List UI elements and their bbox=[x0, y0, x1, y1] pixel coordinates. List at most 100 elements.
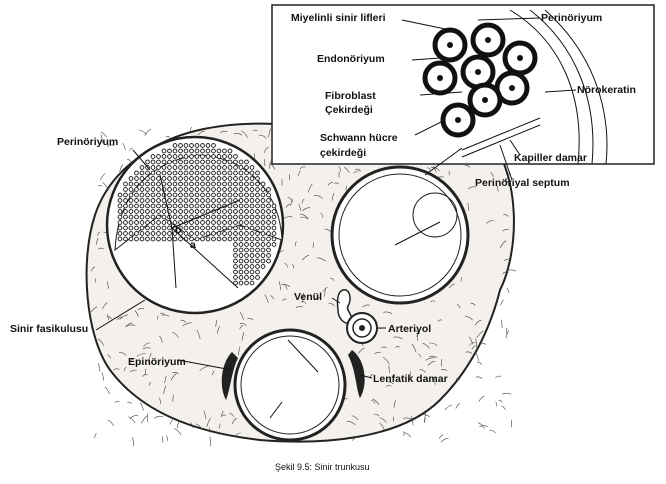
myelinated-fiber-dot bbox=[140, 193, 144, 197]
myelinated-fiber-dot bbox=[151, 193, 155, 197]
myelinated-fiber-dot bbox=[234, 243, 238, 247]
myelinated-fiber-dot bbox=[179, 210, 183, 214]
myelinated-fiber-dot bbox=[195, 144, 199, 148]
myelinated-fiber-dot bbox=[272, 221, 276, 225]
myelinated-fiber-dot bbox=[201, 193, 205, 197]
myelinated-fiber-dot bbox=[234, 171, 238, 175]
myelinated-fiber-dot bbox=[195, 166, 199, 170]
myelinated-fiber-dot bbox=[129, 193, 133, 197]
myelinated-fiber-dot bbox=[168, 166, 172, 170]
myelinated-fiber-dot bbox=[250, 254, 254, 258]
myelinated-fiber-dot bbox=[140, 171, 144, 175]
label-fibroblast: Fibroblast bbox=[325, 90, 376, 102]
myelinated-fiber-dot bbox=[195, 149, 199, 153]
epineurium-fiber bbox=[154, 416, 163, 418]
myelinated-fiber-dot bbox=[239, 193, 243, 197]
myelinated-fiber-dot bbox=[129, 232, 133, 236]
epineurium-fiber bbox=[108, 420, 114, 426]
myelinated-fiber-dot bbox=[267, 243, 271, 247]
myelinated-fiber-dot bbox=[168, 149, 172, 153]
myelinated-fiber-dot bbox=[228, 182, 232, 186]
myelinated-fiber-dot bbox=[157, 182, 161, 186]
myelinated-fiber-dot bbox=[206, 166, 210, 170]
myelinated-fiber-dot bbox=[146, 160, 150, 164]
myelinated-fiber-dot bbox=[195, 210, 199, 214]
myelinated-fiber-dot bbox=[195, 155, 199, 159]
myelinated-fiber-dot bbox=[151, 215, 155, 219]
myelinated-fiber-dot bbox=[212, 188, 216, 192]
epineurium-fiber bbox=[496, 402, 497, 406]
myelinated-fiber-dot bbox=[173, 215, 177, 219]
epineurium-fiber bbox=[502, 320, 503, 328]
myelinated-fiber-dot bbox=[239, 254, 243, 258]
myelinated-fiber-dot bbox=[206, 221, 210, 225]
myelinated-fiber-dot bbox=[245, 210, 249, 214]
myelinated-fiber-dot bbox=[250, 221, 254, 225]
myelinated-fiber-dot bbox=[195, 232, 199, 236]
myelinated-fiber-dot bbox=[184, 232, 188, 236]
myelinated-fiber-dot bbox=[190, 182, 194, 186]
myelinated-fiber-dot bbox=[245, 270, 249, 274]
myelinated-fiber-dot bbox=[217, 204, 221, 208]
label-venule: Venül bbox=[294, 291, 322, 303]
myelinated-fiber-dot bbox=[168, 204, 172, 208]
myelinated-fiber-dot bbox=[256, 254, 260, 258]
epineurium-fiber bbox=[502, 406, 506, 409]
myelinated-fiber-dot bbox=[245, 204, 249, 208]
myelinated-fiber-dot bbox=[124, 182, 128, 186]
myelinated-fiber-dot bbox=[179, 188, 183, 192]
myelinated-fiber-dot bbox=[190, 188, 194, 192]
epineurium-fiber bbox=[456, 403, 460, 408]
myelinated-fiber-dot bbox=[118, 215, 122, 219]
myelinated-fiber-dot bbox=[173, 199, 177, 203]
myelinated-fiber-dot bbox=[212, 204, 216, 208]
myelinated-fiber-dot bbox=[256, 232, 260, 236]
myelinated-fiber-dot bbox=[217, 193, 221, 197]
myelinated-fiber-dot bbox=[146, 210, 150, 214]
myelinated-fiber-dot bbox=[162, 166, 166, 170]
myelinated-fiber-dot bbox=[239, 276, 243, 280]
myelinated-fiber-dot bbox=[201, 182, 205, 186]
myelinated-fiber-dot bbox=[234, 204, 238, 208]
myelinated-fiber-dot bbox=[250, 188, 254, 192]
myelinated-fiber-dot bbox=[256, 204, 260, 208]
epineurium-fiber bbox=[139, 130, 146, 134]
myelinated-fiber-dot bbox=[206, 171, 210, 175]
myelinated-fiber-dot bbox=[223, 182, 227, 186]
myelinated-fiber-dot bbox=[135, 193, 139, 197]
epineurium-fiber bbox=[476, 377, 483, 379]
myelinated-fiber-dot bbox=[184, 193, 188, 197]
myelinated-fiber-dot bbox=[217, 215, 221, 219]
myelinated-fiber-dot bbox=[173, 237, 177, 241]
myelinated-fiber-dot bbox=[267, 199, 271, 203]
myelinated-fiber-dot bbox=[245, 265, 249, 269]
myelinated-fiber-dot bbox=[129, 182, 133, 186]
myelinated-fiber-dot bbox=[239, 182, 243, 186]
myelinated-fiber-dot bbox=[173, 160, 177, 164]
myelinated-fiber-dot bbox=[239, 232, 243, 236]
myelinated-fiber-dot bbox=[173, 155, 177, 159]
myelinated-fiber-dot bbox=[118, 226, 122, 230]
myelinated-fiber-dot bbox=[184, 204, 188, 208]
myelinated-fiber-dot bbox=[157, 188, 161, 192]
myelinated-fiber-dot bbox=[206, 226, 210, 230]
myelinated-fiber-dot bbox=[261, 265, 265, 269]
myelinated-fiber-dot bbox=[206, 232, 210, 236]
myelinated-fiber-dot bbox=[228, 166, 232, 170]
myelinated-fiber-dot bbox=[190, 149, 194, 153]
myelinated-fiber-dot bbox=[140, 166, 144, 170]
epineurium-fiber bbox=[129, 148, 133, 150]
myelinated-fiber-dot bbox=[223, 210, 227, 214]
myelinated-fiber-dot bbox=[250, 281, 254, 285]
myelinated-fiber-dot bbox=[267, 232, 271, 236]
myelinated-fiber-dot bbox=[201, 177, 205, 181]
myelinated-fiber-dot bbox=[151, 171, 155, 175]
myelinated-fiber-dot bbox=[261, 221, 265, 225]
myelinated-fiber-dot bbox=[118, 232, 122, 236]
myelinated-fiber-dot bbox=[256, 243, 260, 247]
myelinated-fiber-dot bbox=[245, 243, 249, 247]
myelinated-fiber-dot bbox=[206, 160, 210, 164]
myelinated-fiber-dot bbox=[228, 188, 232, 192]
label-perineurium-main: Perinöriyum bbox=[57, 136, 118, 148]
myelinated-fiber-dot bbox=[162, 155, 166, 159]
